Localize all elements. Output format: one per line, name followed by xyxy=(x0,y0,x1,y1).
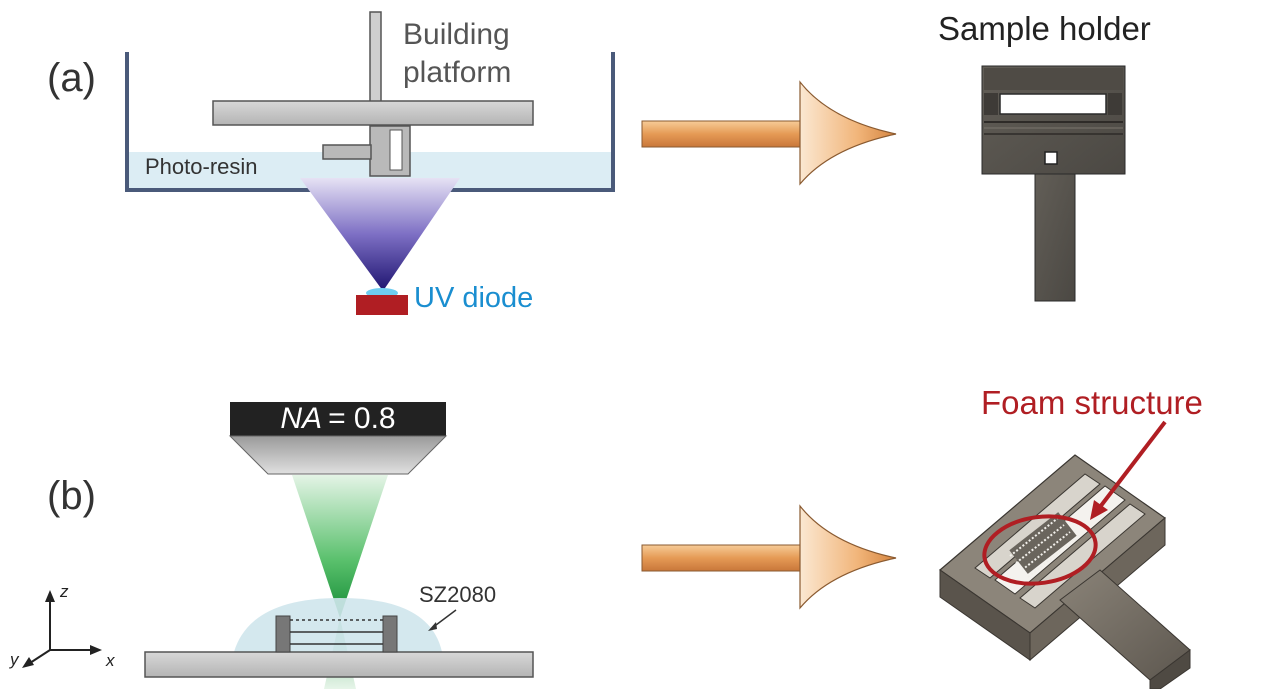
foam-pointer-arrow xyxy=(1098,420,1167,509)
foam-window xyxy=(1044,151,1058,165)
sz2080-label: SZ2080 xyxy=(419,582,496,607)
foam-highlight-ellipse xyxy=(982,514,1098,586)
sample-holder-result: Sample holder xyxy=(938,10,1151,302)
coordinate-axes: z x y xyxy=(9,582,115,670)
uv-light-cone xyxy=(300,178,460,291)
arrow-a xyxy=(641,80,897,186)
panel-b-label: (b) xyxy=(47,474,96,518)
panel-a: (a) Building platform Photo-resin UV dio… xyxy=(47,11,615,315)
building-platform-label-line2: platform xyxy=(403,56,511,89)
sample-holder-handle xyxy=(1034,173,1076,302)
axis-x-label: x xyxy=(105,651,115,670)
axis-z-label: z xyxy=(59,582,69,601)
panel-b: (b) NA= 0.8 SZ2080 xyxy=(9,402,534,689)
building-platform xyxy=(212,100,534,126)
objective-na-value: = 0.8 xyxy=(328,402,396,435)
foam-structure-result: Foam structure xyxy=(939,384,1203,689)
laser-focus-cone xyxy=(292,475,388,618)
axis-y-label: y xyxy=(9,650,20,669)
foam-lattice xyxy=(1009,512,1077,578)
svg-text:NA= 0.8: NA= 0.8 xyxy=(280,402,395,435)
foam-structure-title: Foam structure xyxy=(981,384,1203,421)
building-platform-label-line1: Building xyxy=(403,18,510,51)
objective-lens-cone xyxy=(228,435,448,475)
platform-rod xyxy=(369,11,382,103)
holder-3d-handle xyxy=(1059,569,1191,681)
panel-a-label: (a) xyxy=(47,56,96,100)
micro-structure xyxy=(275,615,398,653)
sample-holder-title: Sample holder xyxy=(938,10,1151,47)
uv-diode-label: UV diode xyxy=(414,282,533,314)
printed-part xyxy=(322,125,411,177)
photo-resin-label: Photo-resin xyxy=(145,154,258,179)
uv-diode xyxy=(356,295,408,315)
objective-lens-body xyxy=(230,402,446,436)
arrow-b xyxy=(641,504,897,610)
glass-substrate xyxy=(144,651,534,678)
objective-na-symbol: NA xyxy=(280,402,322,435)
